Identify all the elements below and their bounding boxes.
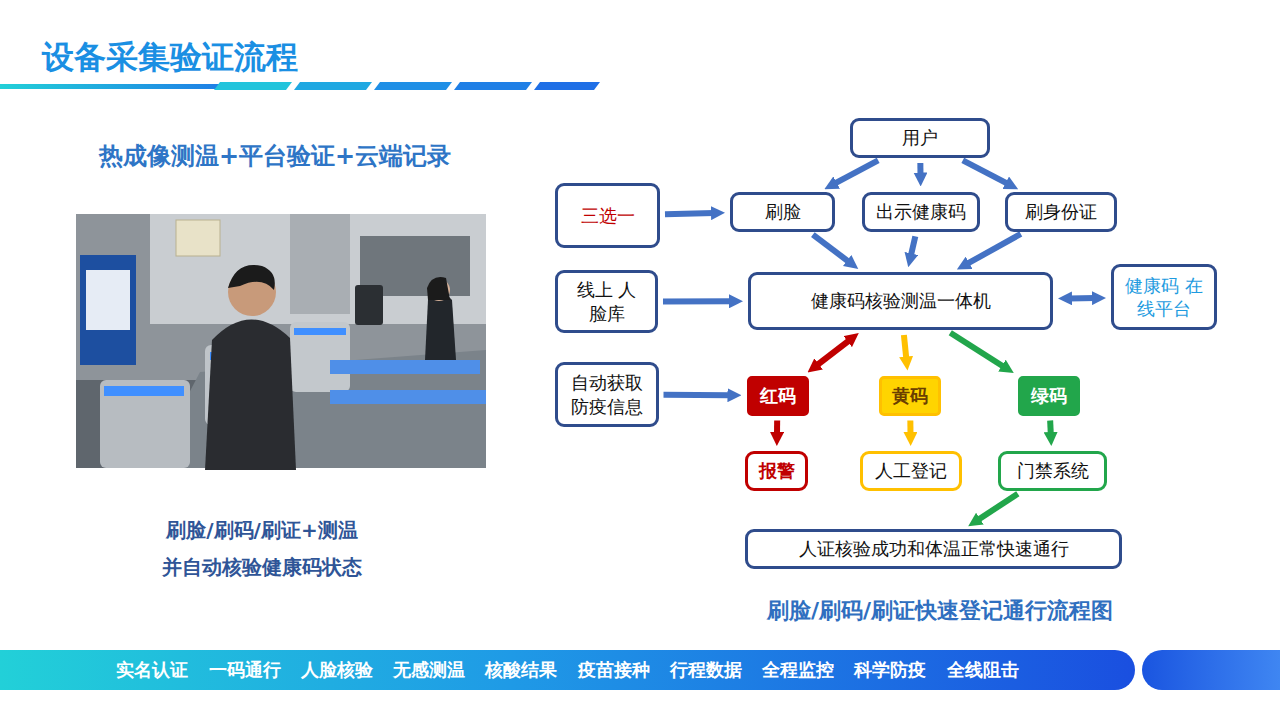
- flow-arrow: [907, 421, 913, 436]
- node-text: 绿码: [1031, 384, 1067, 407]
- input-box: 出示健康码: [862, 192, 980, 232]
- gate-photo: [76, 214, 486, 470]
- input-box: 刷脸: [730, 192, 835, 232]
- status-box: 红码: [747, 376, 809, 416]
- node-text: 出示健康码: [876, 200, 966, 223]
- node-text: 人证核验成功和体温正常快速通行: [799, 537, 1069, 560]
- node-text: 红码: [760, 384, 796, 407]
- footer-pill: [1142, 650, 1280, 690]
- node-text: 报警: [759, 459, 795, 482]
- flow-arrow: [774, 421, 780, 436]
- flow-arrow: [963, 160, 1009, 184]
- node-text: 健康码核验测温一体机: [811, 289, 991, 312]
- node-text: 健康码 在线平台: [1124, 274, 1204, 321]
- flow-arrow: [977, 494, 1017, 520]
- diagram-caption: 刷脸/刷码/刷证快速登记通行流程图: [700, 596, 1180, 626]
- device-box: 健康码核验测温一体机: [748, 272, 1053, 330]
- platform-box: 健康码 在线平台: [1111, 264, 1217, 330]
- action-box: 人工登记: [860, 451, 962, 491]
- flow-arrow: [966, 234, 1020, 264]
- page-title: 设备采集验证流程: [42, 36, 298, 80]
- flow-arrow: [1069, 295, 1095, 301]
- node-text: 刷身份证: [1025, 200, 1097, 223]
- flow-arrow: [917, 163, 923, 176]
- flow-arrow: [904, 335, 906, 360]
- flow-arrow: [665, 213, 714, 214]
- database-box: 线上 人脸库: [555, 270, 658, 333]
- subtitle: 热成像测温+平台验证+云端记录: [40, 140, 510, 172]
- feature-band: 实名认证 一码通行 人脸核验 无感测温 核酸结果 疫苗接种 行程数据 全程监控 …: [0, 650, 1135, 690]
- info-box: 自动获取 防疫信息: [555, 362, 659, 427]
- input-box: 刷身份证: [1005, 192, 1117, 232]
- status-box: 绿码: [1018, 376, 1080, 416]
- node-text: 实名认证 一码通行 人脸核验 无感测温 核酸结果 疫苗接种 行程数据 全程监控 …: [116, 658, 1018, 681]
- node-text: 线上 人脸库: [577, 278, 637, 325]
- node-text: 三选一: [581, 204, 635, 227]
- flow-arrow: [911, 236, 916, 256]
- flow-arrow: [950, 333, 1004, 367]
- photo-caption: 并自动核验健康码状态: [60, 554, 464, 581]
- status-box: 黄码: [879, 376, 941, 416]
- action-box: 报警: [745, 451, 808, 491]
- flow-arrow: [816, 340, 850, 366]
- node-text: 门禁系统: [1017, 459, 1089, 482]
- node-text: 刷脸: [765, 200, 801, 223]
- result-box: 人证核验成功和体温正常快速通行: [745, 529, 1122, 569]
- user-box: 用户: [850, 118, 990, 158]
- choice-box: 三选一: [555, 183, 660, 248]
- node-text: 用户: [902, 126, 938, 149]
- flow-arrow: [834, 160, 878, 184]
- action-box: 门禁系统: [998, 451, 1107, 491]
- node-text: 人工登记: [875, 459, 947, 482]
- flow-arrow: [813, 235, 850, 263]
- flow-arrow: [1047, 420, 1054, 435]
- photo-caption: 刷脸/刷码/刷证+测温: [60, 517, 464, 544]
- node-text: 黄码: [892, 384, 928, 407]
- flow-arrow: [664, 392, 731, 398]
- node-text: 自动获取 防疫信息: [568, 371, 646, 418]
- flow-arrow: [663, 298, 732, 304]
- title-underline: [0, 82, 600, 90]
